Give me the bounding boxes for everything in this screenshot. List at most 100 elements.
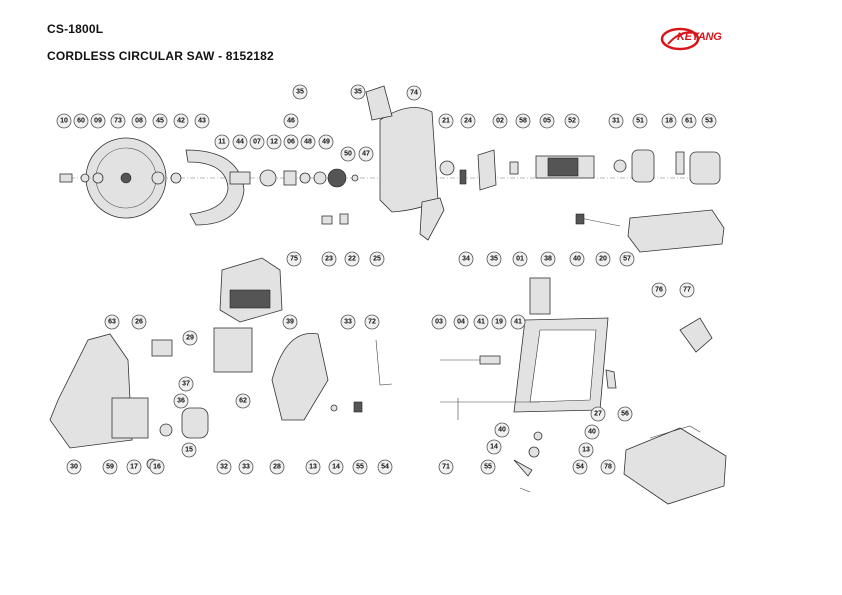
lower-blade-guard-icon — [185, 149, 245, 226]
part-callout-26: 26 — [131, 314, 147, 330]
part-callout-54: 54 — [572, 459, 588, 475]
part-callout-31: 31 — [608, 113, 624, 129]
callout-number: 26 — [135, 319, 143, 326]
callout-number: 73 — [114, 118, 122, 125]
depth-lever-icon — [419, 197, 445, 241]
callout-number: 40 — [588, 429, 596, 436]
part-callout-73: 73 — [110, 113, 126, 129]
callout-number: 54 — [576, 464, 584, 471]
part-callout-50: 50 — [340, 146, 356, 162]
part-callout-45: 45 — [152, 113, 168, 129]
part-callout-41: 41 — [510, 314, 526, 330]
part-callout-41: 41 — [473, 314, 489, 330]
part-callout-33: 33 — [238, 459, 254, 475]
part-callout-28: 28 — [269, 459, 285, 475]
upper-blade-guard-housing-icon — [379, 107, 439, 213]
part-callout-08: 08 — [131, 113, 147, 129]
callout-number: 52 — [568, 118, 576, 125]
battery-pack-icon — [219, 257, 283, 323]
part-callout-24: 24 — [460, 113, 476, 129]
callout-number: 39 — [286, 319, 294, 326]
spindle-assembly-icon — [229, 168, 359, 188]
callout-number: 44 — [236, 139, 244, 146]
callout-number: 09 — [94, 118, 102, 125]
part-callout-14: 14 — [486, 439, 502, 455]
charger-icon — [575, 209, 725, 253]
part-callout-40: 40 — [584, 424, 600, 440]
part-callout-55: 55 — [352, 459, 368, 475]
saw-blade-icon — [85, 137, 167, 219]
callout-number: 33 — [242, 464, 250, 471]
part-callout-17: 17 — [126, 459, 142, 475]
part-callout-35: 35 — [486, 251, 502, 267]
callout-number: 35 — [296, 89, 304, 96]
callout-number: 10 — [60, 118, 68, 125]
part-callout-19: 19 — [491, 314, 507, 330]
callout-number: 15 — [185, 447, 193, 454]
callout-number: 71 — [442, 464, 450, 471]
brand-logo-swoosh-icon — [660, 27, 700, 51]
part-callout-51: 51 — [632, 113, 648, 129]
callout-number: 04 — [457, 319, 465, 326]
callout-number: 36 — [177, 398, 185, 405]
callout-number: 20 — [599, 256, 607, 263]
part-callout-61: 61 — [681, 113, 697, 129]
motor-housing-assembly-icon — [49, 327, 253, 470]
callout-number: 28 — [273, 464, 281, 471]
part-callout-38: 38 — [540, 251, 556, 267]
part-callout-13: 13 — [578, 442, 594, 458]
part-callout-40: 40 — [494, 422, 510, 438]
part-callout-13: 13 — [305, 459, 321, 475]
callout-number: 23 — [325, 256, 333, 263]
dust-port-icon — [365, 85, 393, 121]
callout-number: 77 — [683, 287, 691, 294]
callout-number: 72 — [368, 319, 376, 326]
part-callout-52: 52 — [564, 113, 580, 129]
part-callout-20: 20 — [595, 251, 611, 267]
part-callout-05: 05 — [539, 113, 555, 129]
part-callout-55: 55 — [480, 459, 496, 475]
parallel-guide-and-fasteners-icon — [440, 355, 617, 493]
callout-number: 61 — [685, 118, 693, 125]
part-callout-48: 48 — [300, 134, 316, 150]
callout-number: 29 — [186, 335, 194, 342]
handle-housing-icon — [271, 332, 393, 421]
bushing-icon — [339, 213, 349, 225]
callout-number: 21 — [442, 118, 450, 125]
callout-number: 63 — [108, 319, 116, 326]
part-callout-21: 21 — [438, 113, 454, 129]
carry-case-icon — [623, 425, 727, 505]
part-callout-74: 74 — [406, 85, 422, 101]
callout-number: 22 — [348, 256, 356, 263]
part-callout-59: 59 — [102, 459, 118, 475]
callout-number: 47 — [362, 151, 370, 158]
callout-number: 35 — [354, 89, 362, 96]
part-callout-32: 32 — [216, 459, 232, 475]
callout-number: 35 — [490, 256, 498, 263]
blade-bolt-and-washers-icon — [59, 171, 182, 185]
part-callout-12: 12 — [266, 134, 282, 150]
part-callout-76: 76 — [651, 282, 667, 298]
callout-number: 41 — [477, 319, 485, 326]
callout-number: 48 — [304, 139, 312, 146]
part-callout-22: 22 — [344, 251, 360, 267]
part-callout-35: 35 — [292, 84, 308, 100]
callout-number: 05 — [543, 118, 551, 125]
part-callout-25: 25 — [369, 251, 385, 267]
part-callout-47: 47 — [358, 146, 374, 162]
callout-number: 54 — [381, 464, 389, 471]
diagram-title: CORDLESS CIRCULAR SAW - 8152182 — [47, 49, 274, 63]
callout-number: 41 — [514, 319, 522, 326]
part-callout-62: 62 — [235, 393, 251, 409]
part-callout-77: 77 — [679, 282, 695, 298]
callout-number: 45 — [156, 118, 164, 125]
callout-number: 76 — [655, 287, 663, 294]
part-callout-15: 15 — [181, 442, 197, 458]
callout-number: 14 — [490, 444, 498, 451]
model-number: CS-1800L — [47, 22, 104, 36]
part-callout-04: 04 — [453, 314, 469, 330]
part-callout-29: 29 — [182, 330, 198, 346]
part-callout-06: 06 — [283, 134, 299, 150]
callout-number: 32 — [220, 464, 228, 471]
